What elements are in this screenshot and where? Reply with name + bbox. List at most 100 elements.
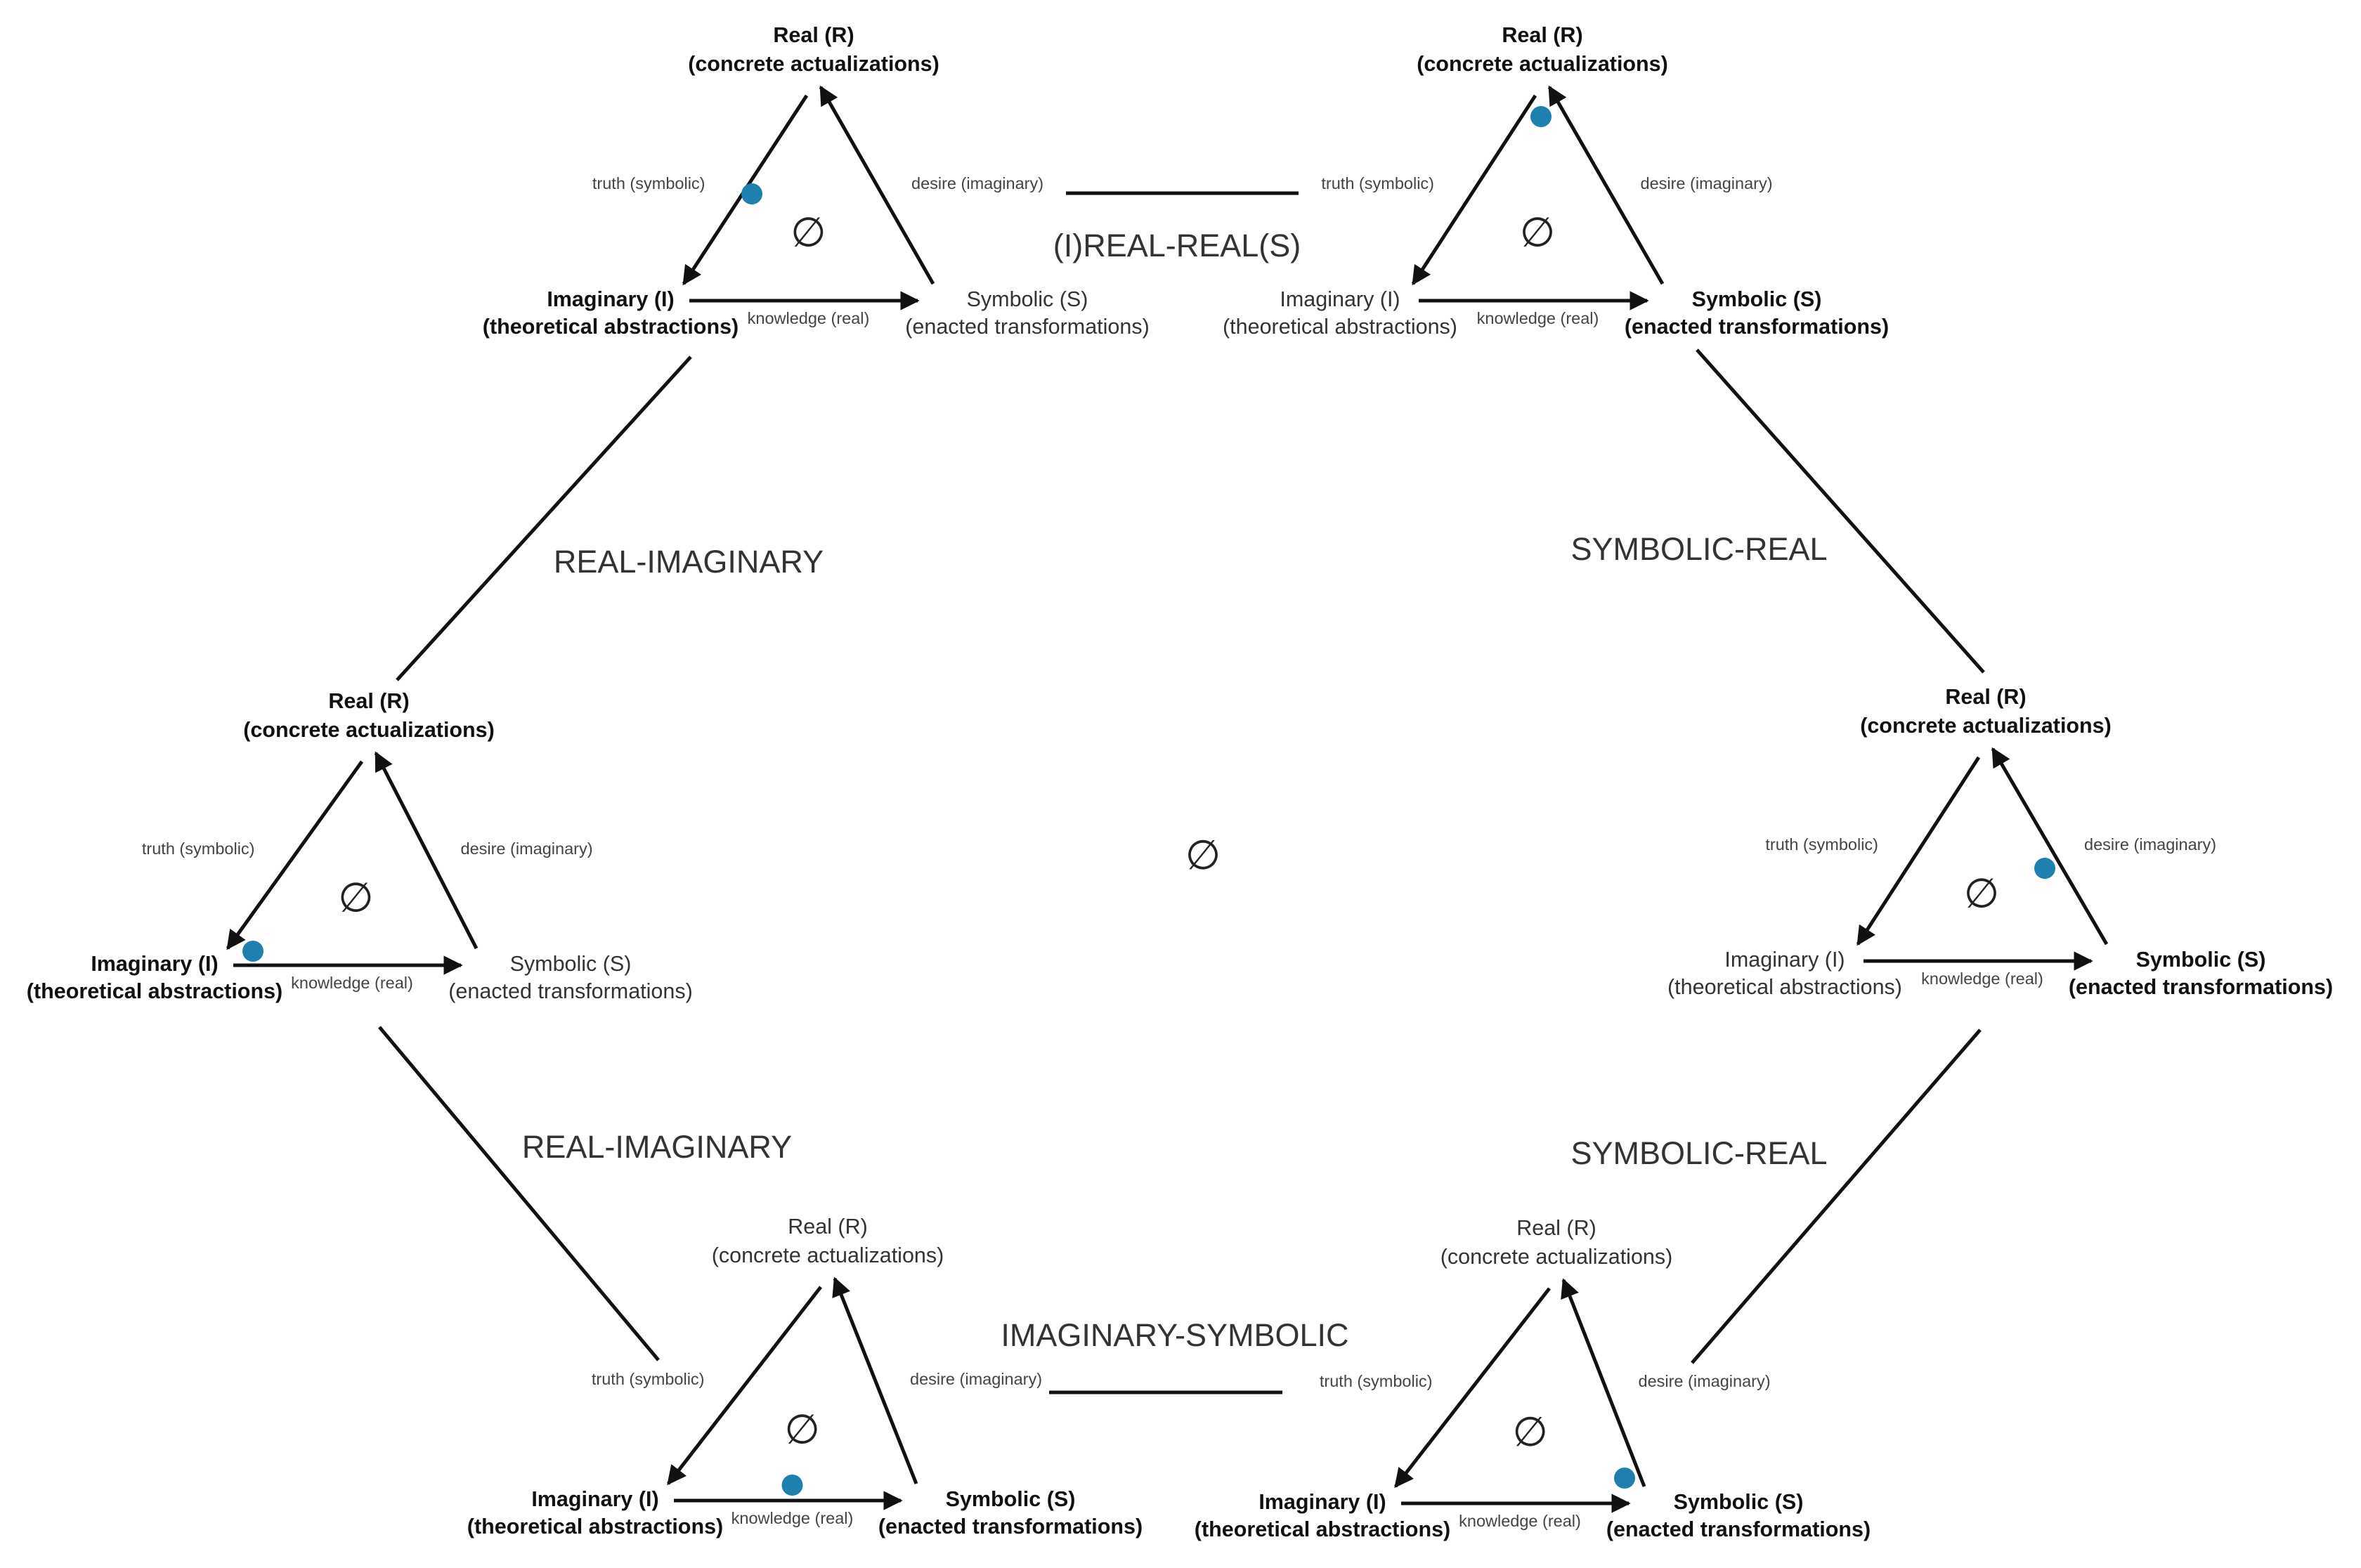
truth-label: truth (symbolic): [1320, 1372, 1433, 1390]
triangle-bottom-left: Real (R)(concrete actualizations)Imagina…: [467, 1215, 1143, 1538]
imaginary-sublabel: (theoretical abstractions): [483, 315, 739, 339]
symbolic-label: Symbolic (S): [1692, 287, 1822, 311]
truth-arrow: [226, 760, 364, 950]
real-label: Real (R): [773, 23, 854, 47]
connector-top: (I)REAL-REAL(S): [1053, 191, 1301, 263]
connector-line: [396, 355, 692, 681]
connector-label: REAL-IMAGINARY: [554, 544, 824, 580]
truth-label: truth (symbolic): [1321, 174, 1434, 192]
desire-arrow: [1547, 85, 1665, 285]
connector-upper-left: REAL-IMAGINARY: [396, 355, 824, 681]
truth-label: truth (symbolic): [142, 839, 255, 858]
symbolic-label: Symbolic (S): [946, 1487, 1076, 1511]
desire-arrow: [1561, 1278, 1646, 1487]
connector-label: SYMBOLIC-REAL: [1570, 1135, 1827, 1171]
center-empty-set-symbol: ∅: [1185, 831, 1221, 879]
triangle-middle-left: Real (R) (concrete actualizations) Imagina…: [27, 689, 693, 1003]
symbolic-sublabel: (enacted transformations): [2069, 975, 2333, 999]
triangle-bottom-right: Real (R) (concrete actualizations) Imagina…: [1195, 1216, 1871, 1541]
truth-label: truth (symbolic): [592, 1370, 705, 1388]
knowledge-label: knowledge (real): [291, 974, 413, 992]
empty-set-symbol: ∅: [784, 1406, 820, 1453]
symbolic-label: Symbolic (S): [510, 952, 632, 976]
real-label: Real (R): [1945, 685, 2026, 709]
desire-label: desire (imaginary): [910, 1370, 1042, 1388]
empty-set-symbol: ∅: [1964, 869, 2000, 917]
marker-dot: [2034, 858, 2055, 879]
real-sublabel: (concrete actualizations): [243, 718, 495, 742]
triangle-top-right: Real (R) (concrete actualizations) Imagina…: [1223, 23, 1889, 339]
imaginary-label: Imaginary (I): [91, 952, 218, 976]
desire-arrow: [1991, 747, 2109, 946]
imaginary-sublabel: (theoretical abstractions): [1195, 1517, 1450, 1541]
symbolic-label: Symbolic (S): [967, 287, 1088, 311]
triangle-top-left: Real (R) (concrete actualizations) Imagina…: [483, 23, 1150, 339]
imaginary-sublabel: (theoretical abstractions): [1223, 315, 1457, 339]
connector-lower-right: SYMBOLIC-REAL: [1570, 1028, 1982, 1364]
truth-arrow: [1856, 756, 1981, 946]
empty-set-symbol: ∅: [1512, 1408, 1548, 1456]
imaginary-sublabel: (theoretical abstractions): [1667, 975, 1902, 999]
real-sublabel: (concrete actualizations): [1417, 52, 1668, 76]
marker-dot: [242, 941, 264, 962]
triangle-middle-right: Real (R) (concrete actualizations) Imagina…: [1667, 685, 2333, 999]
connector-lower-left: REAL-IMAGINARY: [378, 1026, 792, 1361]
connector-line: [1696, 348, 1985, 674]
connector-label: (I)REAL-REAL(S): [1053, 228, 1301, 263]
imaginary-sublabel: (theoretical abstractions): [27, 979, 282, 1003]
real-sublabel: (concrete actualizations): [1440, 1245, 1673, 1269]
connector-line: [1691, 1028, 1982, 1364]
knowledge-label: knowledge (real): [1459, 1512, 1581, 1530]
real-label: Real (R): [1516, 1216, 1596, 1240]
knowledge-label: knowledge (real): [748, 309, 870, 327]
connector-label: IMAGINARY-SYMBOLIC: [1001, 1317, 1348, 1353]
truth-arrow: [1411, 94, 1537, 286]
symbolic-sublabel: (enacted transformations): [905, 315, 1150, 339]
symbolic-sublabel: (enacted transformations): [878, 1515, 1143, 1538]
connector-label: REAL-IMAGINARY: [522, 1129, 792, 1165]
connector-bottom: IMAGINARY-SYMBOLIC: [1001, 1317, 1349, 1394]
truth-label: truth (symbolic): [1765, 835, 1878, 854]
knowledge-label: knowledge (real): [1477, 309, 1599, 327]
empty-set-symbol: ∅: [1520, 209, 1556, 256]
connector-line: [378, 1026, 660, 1361]
marker-dot: [741, 183, 762, 204]
truth-label: truth (symbolic): [592, 174, 705, 192]
real-label: Real (R): [328, 689, 409, 713]
connector-upper-right: SYMBOLIC-REAL: [1570, 348, 1985, 674]
knowledge-label: knowledge (real): [731, 1509, 854, 1527]
real-label: Real (R): [788, 1215, 868, 1239]
imaginary-label: Imaginary (I): [1724, 948, 1845, 972]
desire-arrow: [832, 1276, 918, 1484]
triangles: Real (R) (concrete actualizations) Imagina…: [27, 23, 2333, 1541]
desire-label: desire (imaginary): [2084, 835, 2216, 854]
imaginary-label: Imaginary (I): [547, 287, 674, 311]
symbolic-label: Symbolic (S): [1674, 1490, 1804, 1514]
imaginary-label: Imaginary (I): [1280, 287, 1400, 311]
desire-label: desire (imaginary): [1641, 174, 1773, 192]
empty-set-symbol: ∅: [791, 209, 826, 256]
marker-dot: [1614, 1468, 1635, 1489]
truth-arrow: [667, 1286, 822, 1486]
marker-dot: [781, 1475, 803, 1496]
imaginary-label: Imaginary (I): [531, 1487, 658, 1511]
imaginary-sublabel: (theoretical abstractions): [467, 1515, 723, 1538]
marker-dot: [1530, 106, 1552, 127]
symbolic-sublabel: (enacted transformations): [448, 979, 693, 1003]
imaginary-label: Imaginary (I): [1258, 1490, 1386, 1514]
symbolic-label: Symbolic (S): [2136, 948, 2266, 972]
real-sublabel: (concrete actualizations): [1860, 714, 2112, 738]
desire-label: desire (imaginary): [461, 839, 593, 858]
symbolic-sublabel: (enacted transformations): [1625, 315, 1889, 339]
desire-arrow: [819, 85, 935, 285]
connectors: (I)REAL-REAL(S) REAL-IMAGINARY SYMBOLIC-RE…: [378, 191, 1985, 1394]
real-label: Real (R): [1502, 23, 1582, 47]
desire-label: desire (imaginary): [911, 174, 1043, 192]
real-sublabel: (concrete actualizations): [688, 52, 939, 76]
connector-label: SYMBOLIC-REAL: [1570, 531, 1827, 567]
symbolic-sublabel: (enacted transformations): [1606, 1517, 1871, 1541]
knowledge-label: knowledge (real): [1921, 969, 2043, 988]
truth-arrow: [1394, 1287, 1551, 1489]
desire-arrow: [374, 751, 479, 950]
